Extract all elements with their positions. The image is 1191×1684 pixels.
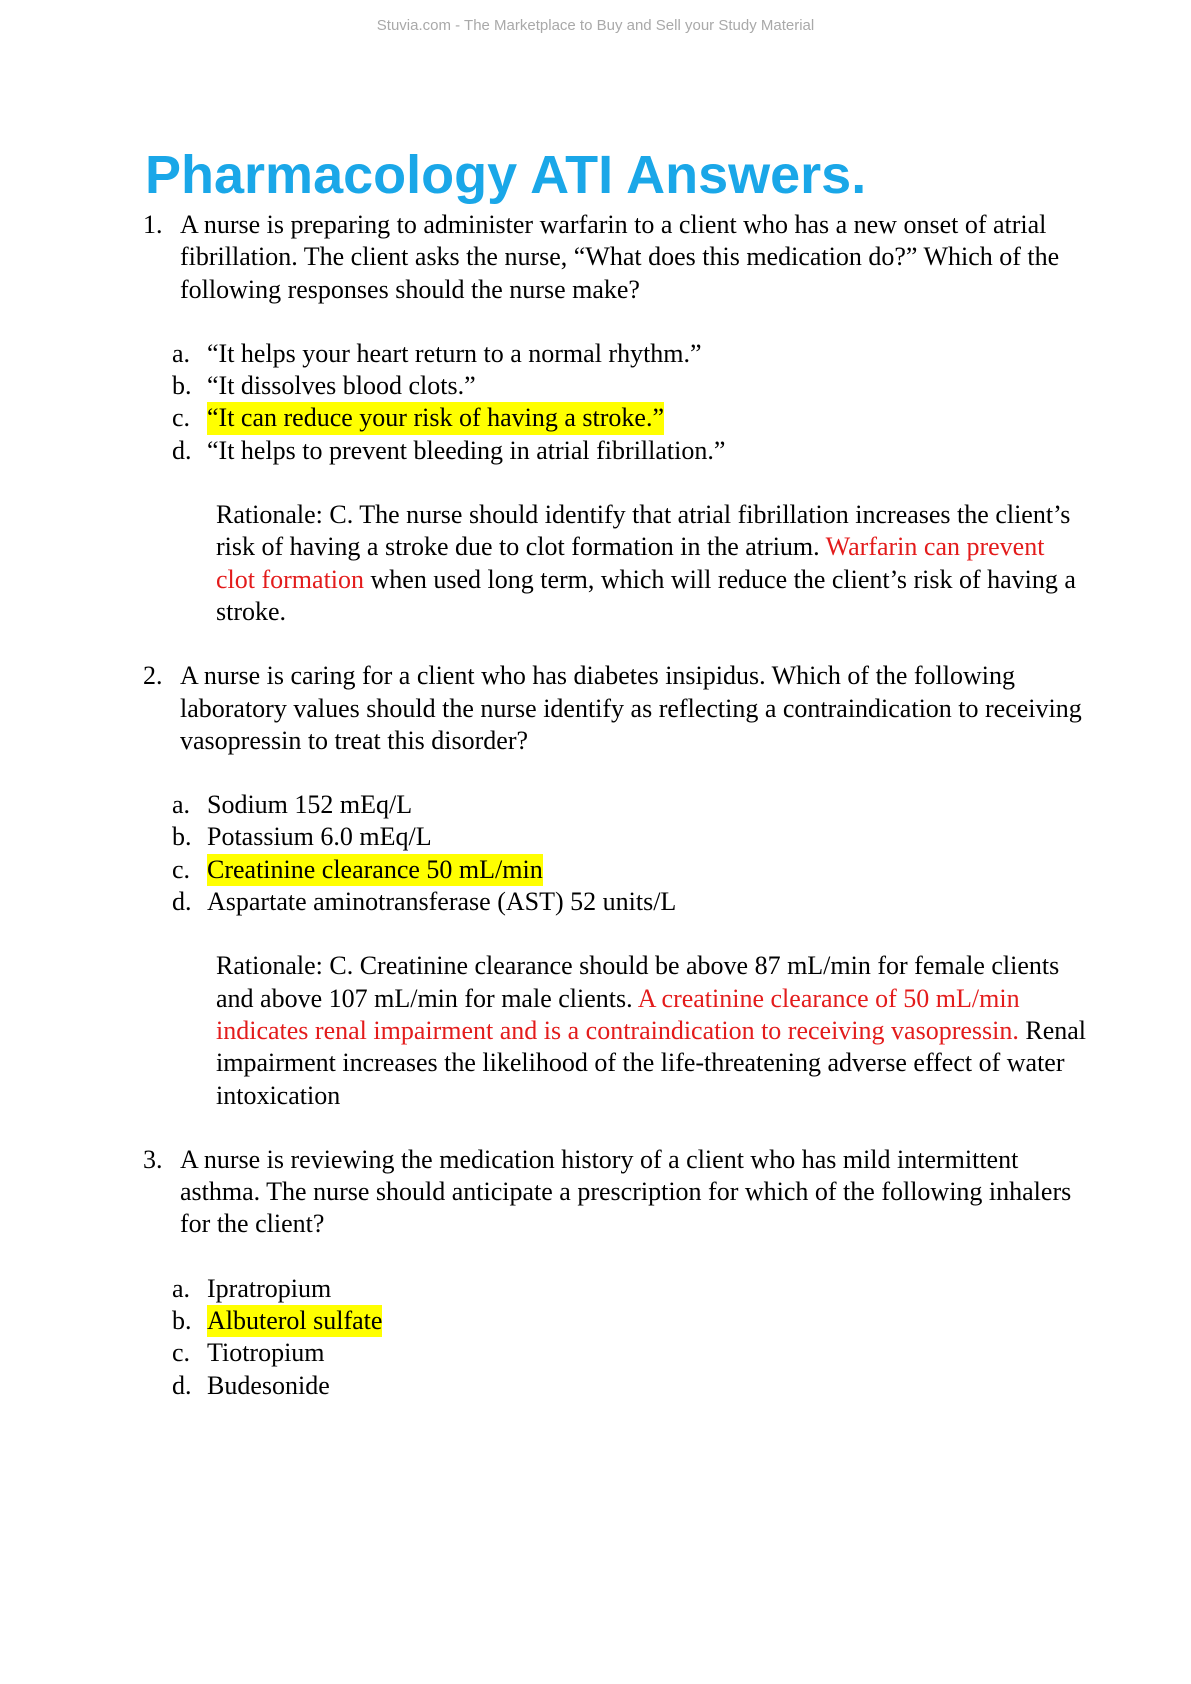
option-letter: b. [172,371,192,401]
option-letter: a. [172,338,191,368]
option-letter: a. [172,1273,191,1303]
rationale-text: Renal impairment increases the likelihoo… [216,1015,1087,1110]
highlighted-correct-answer: “It can reduce your risk of having a str… [207,402,664,435]
option-letter: c. [172,854,191,884]
document-title: Pharmacology ATI Answers. [145,145,867,205]
option-letter: b. [172,1306,192,1336]
option-d: d. Aspartate aminotransferase (AST) 52 u… [0,886,1191,918]
rationale-emphasis: Warfarin can prevent clot formation [216,532,1045,594]
question-number: 2. [143,661,163,691]
option-c-correct: c. “It can reduce your risk of having a … [0,402,1191,435]
option-letter: d. [172,1370,192,1400]
rationale: Rationale: C. The nurse should identify … [216,499,1086,628]
option-d: d. Budesonide [0,1370,1191,1402]
stuvia-watermark: Stuvia.com - The Marketplace to Buy and … [376,17,815,34]
option-b: b. “It dissolves blood clots.” [0,370,1191,402]
rationale-text: when used long term, which will reduce t… [216,564,1076,626]
option-b: b. Potassium 6.0 mEq/L [0,821,1191,853]
rationale-text: Rationale: C. The nurse should identify … [216,500,1071,562]
highlighted-correct-answer: Albuterol sulfate [207,1305,383,1338]
question-3: 3. A nurse is reviewing the medication h… [0,1144,1191,1402]
option-letter: c. [172,1338,191,1368]
option-a: a. Sodium 152 mEq/L [0,789,1191,821]
question-number: 3. [143,1144,163,1174]
option-text: Potassium 6.0 mEq/L [207,822,432,852]
rationale-text: Rationale: C. Creatinine clearance shoul… [216,951,1060,1013]
rationale-emphasis: A creatinine clearance of 50 mL/min indi… [216,983,1020,1045]
answer-options: a. Ipratropium b. Albuterol sulfate c. T… [0,1273,1191,1402]
option-text: Ipratropium [207,1273,332,1303]
question-1: 1. A nurse is preparing to administer wa… [0,209,1191,628]
question-2: 2. A nurse is caring for a client who ha… [0,660,1191,1112]
option-letter: a. [172,790,191,820]
question-number: 1. [143,210,163,239]
option-b-correct: b. Albuterol sulfate [0,1305,1191,1338]
questions-list: 1. A nurse is preparing to administer wa… [0,209,1191,1402]
question-stem: A nurse is reviewing the medication hist… [180,1144,1072,1239]
answer-options: a. “It helps your heart return to a norm… [0,338,1191,467]
option-letter: d. [172,887,192,917]
option-text: Tiotropium [207,1338,325,1368]
highlighted-correct-answer: Creatinine clearance 50 mL/min [207,853,543,887]
question-stem: A nurse is caring for a client who has d… [180,661,1082,755]
option-text: “It helps to prevent bleeding in atrial … [207,435,726,465]
option-a: a. “It helps your heart return to a norm… [0,338,1191,370]
option-text: Aspartate aminotransferase (AST) 52 unit… [207,887,677,917]
option-letter: c. [172,403,191,433]
option-text: Sodium 152 mEq/L [207,790,413,820]
option-text: “It helps your heart return to a normal … [207,338,702,368]
option-letter: d. [172,435,192,465]
option-text: Budesonide [207,1370,330,1400]
question-stem: A nurse is preparing to administer warfa… [180,210,1060,304]
option-c-correct: c. Creatinine clearance 50 mL/min [0,853,1191,887]
answer-options: a. Sodium 152 mEq/L b. Potassium 6.0 mEq… [0,789,1191,918]
option-text: “It dissolves blood clots.” [207,371,476,401]
option-letter: b. [172,822,192,852]
rationale: Rationale: C. Creatinine clearance shoul… [216,950,1086,1111]
option-a: a. Ipratropium [0,1273,1191,1305]
option-c: c. Tiotropium [0,1337,1191,1369]
option-d: d. “It helps to prevent bleeding in atri… [0,435,1191,467]
